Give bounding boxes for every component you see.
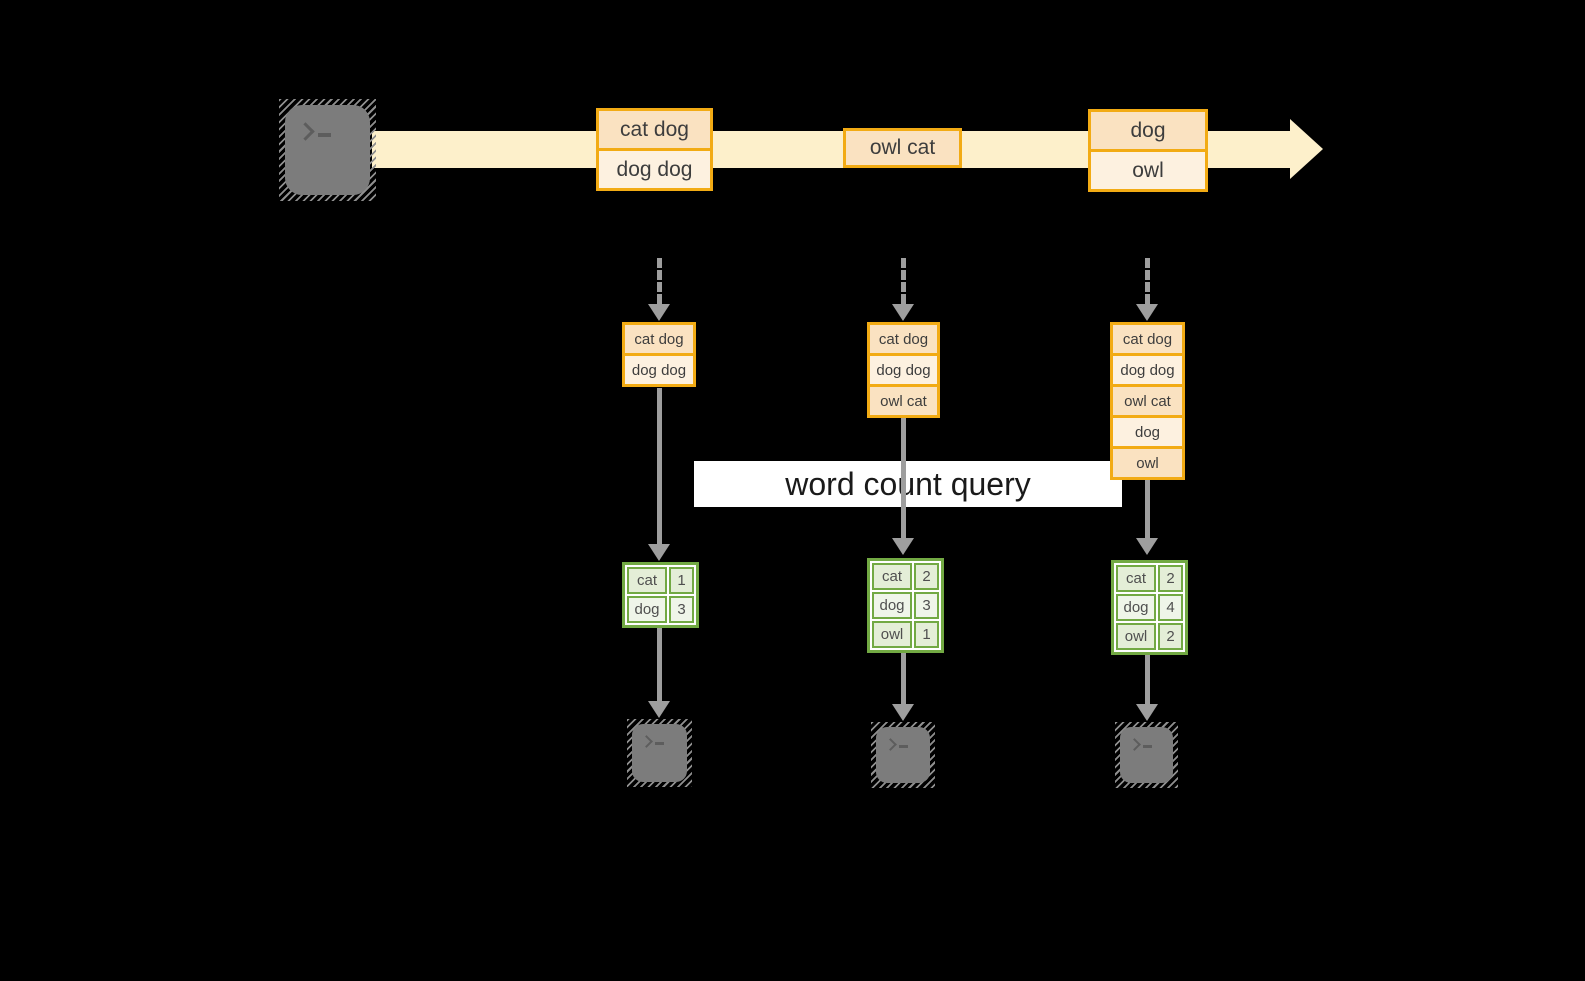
count-word-cell: owl — [1116, 623, 1156, 650]
prompt-underscore-icon — [318, 133, 331, 137]
buffer-line: dog dog — [1113, 353, 1182, 384]
count-row: cat 2 — [872, 563, 939, 590]
terminal-screen — [876, 727, 930, 783]
batch-line: dog dog — [599, 148, 710, 188]
count-table-2: cat 2 dog 3 owl 1 — [867, 558, 944, 653]
source-terminal-icon — [279, 99, 376, 201]
ingest-arrowhead-1 — [648, 304, 670, 321]
buffer-line: owl cat — [1113, 384, 1182, 415]
count-word-cell: cat — [627, 567, 667, 594]
count-row: cat 1 — [627, 567, 694, 594]
count-value-cell: 1 — [914, 621, 939, 648]
terminal-screen — [285, 105, 370, 195]
batch-line: owl cat — [846, 131, 959, 165]
query-arrow-3 — [1145, 480, 1150, 538]
query-arrowhead-2 — [892, 538, 914, 555]
batch-line: cat dog — [599, 111, 710, 148]
count-word-cell: owl — [872, 621, 912, 648]
ingest-arrowhead-3 — [1136, 304, 1158, 321]
output-arrow-2 — [901, 653, 906, 705]
count-word-cell: dog — [627, 596, 667, 623]
output-arrow-1 — [657, 628, 662, 702]
prompt-underscore-icon — [1143, 745, 1152, 748]
count-value-cell: 3 — [669, 596, 694, 623]
count-row: owl 2 — [1116, 623, 1183, 650]
buffer-line: dog — [1113, 415, 1182, 446]
batch-line: owl — [1091, 149, 1205, 189]
stream-batch-1: cat dog dog dog — [596, 108, 713, 191]
count-row: dog 3 — [627, 596, 694, 623]
count-value-cell: 2 — [914, 563, 939, 590]
count-row: dog 4 — [1116, 594, 1183, 621]
buffer-line: owl — [1113, 446, 1182, 477]
input-buffer-1: cat dog dog dog — [622, 322, 696, 387]
batch-line: dog — [1091, 112, 1205, 149]
prompt-chevron-icon — [296, 122, 315, 141]
sink-terminal-icon-3 — [1115, 722, 1178, 788]
count-table-3: cat 2 dog 4 owl 2 — [1111, 560, 1188, 655]
count-value-cell: 3 — [914, 592, 939, 619]
query-arrowhead-3 — [1136, 538, 1158, 555]
count-word-cell: cat — [1116, 565, 1156, 592]
buffer-line: cat dog — [870, 325, 937, 353]
count-value-cell: 2 — [1158, 565, 1183, 592]
count-table-1: cat 1 dog 3 — [622, 562, 699, 628]
ingest-arrow-3 — [1145, 258, 1150, 304]
count-word-cell: dog — [1116, 594, 1156, 621]
terminal-screen — [632, 724, 687, 782]
buffer-line: owl cat — [870, 384, 937, 415]
prompt-chevron-icon — [640, 735, 653, 748]
sink-terminal-icon-1 — [627, 719, 692, 787]
query-label-text: word count query — [785, 465, 1031, 502]
query-arrowhead-1 — [648, 544, 670, 561]
sink-terminal-icon-2 — [871, 722, 935, 788]
query-arrow-1 — [657, 388, 662, 544]
ingest-arrowhead-2 — [892, 304, 914, 321]
count-value-cell: 1 — [669, 567, 694, 594]
count-row: dog 3 — [872, 592, 939, 619]
stream-arrowhead-icon — [1290, 119, 1323, 179]
prompt-icon — [640, 735, 664, 748]
buffer-line: dog dog — [625, 353, 693, 384]
output-arrowhead-1 — [648, 701, 670, 718]
prompt-chevron-icon — [1128, 738, 1141, 751]
count-value-cell: 2 — [1158, 623, 1183, 650]
stream-batch-3: dog owl — [1088, 109, 1208, 192]
count-row: owl 1 — [872, 621, 939, 648]
prompt-icon — [1128, 738, 1152, 751]
prompt-underscore-icon — [899, 745, 908, 748]
buffer-line: cat dog — [1113, 325, 1182, 353]
ingest-arrow-1 — [657, 258, 662, 304]
output-arrowhead-3 — [1136, 704, 1158, 721]
prompt-chevron-icon — [884, 738, 897, 751]
prompt-icon — [296, 122, 331, 141]
output-arrowhead-2 — [892, 704, 914, 721]
query-label: word count query — [694, 461, 1122, 507]
terminal-screen — [1120, 727, 1173, 783]
prompt-icon — [884, 738, 908, 751]
count-value-cell: 4 — [1158, 594, 1183, 621]
stream-batch-2: owl cat — [843, 128, 962, 168]
count-word-cell: dog — [872, 592, 912, 619]
count-row: cat 2 — [1116, 565, 1183, 592]
buffer-line: cat dog — [625, 325, 693, 353]
buffer-line: dog dog — [870, 353, 937, 384]
input-buffer-3: cat dog dog dog owl cat dog owl — [1110, 322, 1185, 480]
count-word-cell: cat — [872, 563, 912, 590]
query-arrow-2 — [901, 418, 906, 538]
output-arrow-3 — [1145, 655, 1150, 705]
ingest-arrow-2 — [901, 258, 906, 304]
input-buffer-2: cat dog dog dog owl cat — [867, 322, 940, 418]
prompt-underscore-icon — [655, 742, 664, 745]
